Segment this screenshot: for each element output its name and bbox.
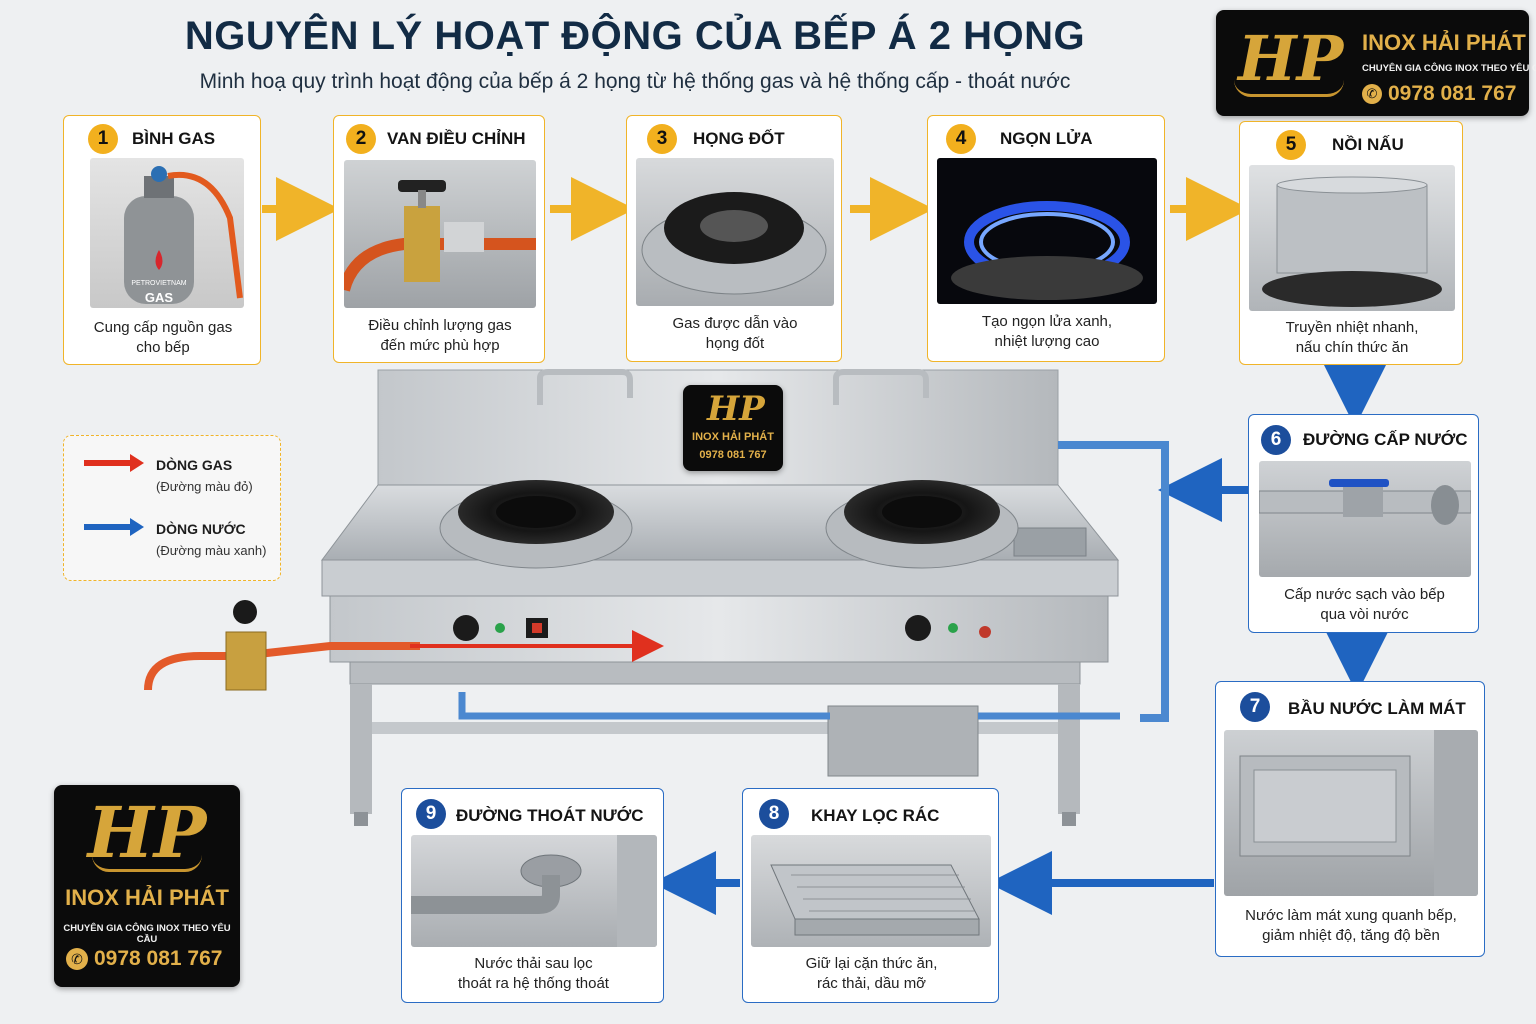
legend: DÒNG GAS (Đường màu đỏ) DÒNG NƯỚC (Đường… — [63, 435, 281, 581]
brand-phone-row: ✆ 0978 081 767 — [66, 947, 222, 971]
flame-image — [937, 158, 1157, 304]
step-description-line: nấu chín thức ăn — [1295, 339, 1409, 356]
step-description-line: qua vòi nước — [1320, 606, 1409, 623]
step-card-gas-cylinder: 1 BÌNH GAS PETROVIETNAM GAS Cung cấp ngu… — [63, 115, 261, 365]
cylinder-brand-text: PETROVIETNAM — [131, 280, 187, 287]
step-card-waste-filter-tray: 8 KHAY LỌC RÁC Giữ lại cặn thức ăn, rác … — [742, 788, 999, 1003]
step-number: 2 — [346, 124, 376, 154]
brand-tagline: CHUYÊN GIA CÔNG INOX THEO YÊU CẦU — [63, 923, 231, 945]
page-subtitle: Minh hoạ quy trình hoạt động của bếp á 2… — [199, 70, 1071, 93]
step-description-line: họng đốt — [705, 335, 765, 352]
step-number: 7 — [1240, 692, 1270, 722]
badge-phone: 0978 081 767 — [699, 449, 767, 461]
hp-logo-mark: HP — [707, 389, 765, 429]
step-description-line: rác thải, dầu mỡ — [816, 975, 927, 992]
page-title: NGUYÊN LÝ HOẠT ĐỘNG CỦA BẾP Á 2 HỌNG — [184, 14, 1086, 58]
step-description-line: nhiệt lượng cao — [994, 333, 1100, 350]
step-title: NGỌN LỬA — [1000, 129, 1093, 148]
step-number: 6 — [1261, 425, 1291, 455]
regulator-valve-image — [344, 160, 536, 308]
step-number: 8 — [759, 799, 789, 829]
brand-phone: 0978 081 767 — [94, 947, 223, 970]
drain-pipe-image — [411, 835, 657, 947]
step-title: BÌNH GAS — [132, 129, 216, 148]
step-number: 1 — [88, 124, 118, 154]
logo-swoosh — [1234, 80, 1344, 97]
brand-tagline: CHUYÊN GIA CÔNG INOX THEO YÊU CẦU — [1362, 63, 1536, 74]
step-description-line: Cung cấp nguồn gas — [93, 319, 233, 336]
step-description: Gas được dẫn vào họng đốt — [627, 314, 843, 354]
cooling-tank-image — [1224, 730, 1478, 896]
brand-logo-top: HP INOX HẢI PHÁT CHUYÊN GIA CÔNG INOX TH… — [1216, 10, 1536, 116]
step-description: Nước làm mát xung quanh bếp, giảm nhiệt … — [1216, 906, 1486, 946]
step-description-line: Nước thải sau lọc — [474, 955, 593, 972]
step-description-line: Tạo ngọn lửa xanh, — [981, 313, 1113, 330]
step-number: 4 — [946, 124, 976, 154]
step-description: Điều chỉnh lượng gas đến mức phù hợp — [334, 316, 546, 356]
step-card-cooking-pot: 5 NỒI NẤU Truyền nhiệt nhanh, nấu chín t… — [1239, 121, 1463, 365]
step-description: Giữ lại cặn thức ăn, rác thải, dầu mỡ — [743, 954, 1000, 994]
badge-brand-name: INOX HẢI PHÁT — [692, 431, 774, 443]
step-card-flame: 4 NGỌN LỬA Tạo ngọn lửa xanh, nhiệt lượn… — [927, 115, 1165, 362]
step-card-regulator-valve: 2 VAN ĐIỀU CHỈNH Điều chỉnh lượng gas đế… — [333, 115, 545, 363]
phone-icon: ✆ — [1362, 84, 1382, 104]
step-description-line: Điều chỉnh lượng gas — [368, 317, 512, 334]
step-title: BẦU NƯỚC LÀM MÁT — [1288, 699, 1466, 718]
step-card-water-supply: 6 ĐƯỜNG CẤP NƯỚC Cấp nước sạch vào bếp q… — [1248, 414, 1479, 633]
step-number: 9 — [416, 799, 446, 829]
step-description: Nước thải sau lọc thoát ra hệ thống thoá… — [402, 954, 665, 994]
step-description-line: Nước làm mát xung quanh bếp, — [1245, 907, 1457, 924]
step-description-line: giảm nhiệt độ, tăng độ bền — [1262, 927, 1440, 944]
step-card-cooling-water-tank: 7 BẦU NƯỚC LÀM MÁT Nước làm mát xung qua… — [1215, 681, 1485, 957]
burner-image — [636, 158, 834, 306]
step-description: Truyền nhiệt nhanh, nấu chín thức ăn — [1240, 318, 1464, 358]
step-title: ĐƯỜNG THOÁT NƯỚC — [456, 806, 644, 825]
legend-gas-note: (Đường màu đỏ) — [156, 479, 253, 494]
cylinder-gas-label: GAS — [144, 290, 174, 305]
stove-badge: HP INOX HẢI PHÁT 0978 081 767 — [683, 385, 783, 471]
step-title: VAN ĐIỀU CHỈNH — [387, 129, 526, 148]
brand-phone-row: ✆ 0978 081 767 — [1362, 82, 1516, 106]
gas-cylinder-image: PETROVIETNAM GAS — [90, 158, 244, 308]
step-description-line: Giữ lại cặn thức ăn, — [805, 955, 938, 972]
step-description-line: Truyền nhiệt nhanh, — [1285, 319, 1419, 336]
step-description-line: thoát ra hệ thống thoát — [458, 975, 609, 992]
legend-gas-label: DÒNG GAS — [156, 457, 233, 473]
water-flow-arrow-icon — [82, 518, 144, 536]
step-description: Cung cấp nguồn gas cho bếp — [64, 318, 262, 358]
step-title: NỒI NẤU — [1332, 135, 1404, 154]
step-title: ĐƯỜNG CẤP NƯỚC — [1303, 430, 1468, 449]
step-title: HỌNG ĐỐT — [693, 129, 785, 148]
filter-basket-image — [751, 835, 991, 947]
step-description-line: cho bếp — [136, 339, 190, 356]
logo-swoosh — [92, 855, 202, 872]
water-valve-image — [1259, 461, 1471, 577]
gas-flow-arrow-icon — [82, 454, 144, 472]
step-number: 3 — [647, 124, 677, 154]
step-card-burner: 3 HỌNG ĐỐT Gas được dẫn vào họng đốt — [626, 115, 842, 362]
step-title: KHAY LỌC RÁC — [811, 806, 940, 825]
brand-name: INOX HẢI PHÁT — [65, 885, 229, 910]
step-description-line: Gas được dẫn vào — [672, 315, 798, 332]
step-description: Tạo ngọn lửa xanh, nhiệt lượng cao — [928, 312, 1166, 352]
legend-water-label: DÒNG NƯỚC — [156, 521, 246, 537]
step-description-line: đến mức phù hợp — [380, 337, 500, 354]
step-number: 5 — [1276, 130, 1306, 160]
phone-icon: ✆ — [66, 948, 88, 970]
brand-name: INOX HẢI PHÁT — [1362, 30, 1526, 55]
step-description: Cấp nước sạch vào bếp qua vòi nước — [1249, 585, 1480, 625]
cooking-pot-image — [1249, 165, 1455, 311]
brand-logo-bottom: HP INOX HẢI PHÁT CHUYÊN GIA CÔNG INOX TH… — [54, 785, 240, 987]
step-card-drainage: 9 ĐƯỜNG THOÁT NƯỚC Nước thải sau lọc tho… — [401, 788, 664, 1003]
legend-water-note: (Đường màu xanh) — [156, 543, 267, 558]
brand-phone: 0978 081 767 — [1388, 82, 1517, 105]
step-description-line: Cấp nước sạch vào bếp — [1284, 586, 1445, 603]
